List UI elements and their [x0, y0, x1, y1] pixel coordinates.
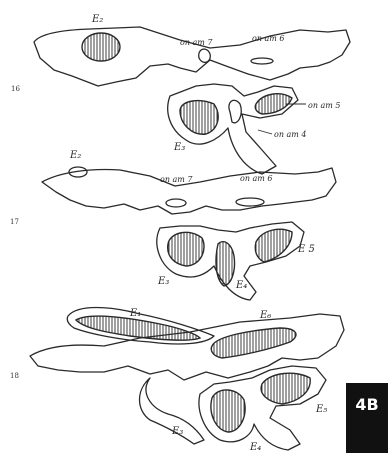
- figure-badge-label: 4B: [346, 395, 388, 414]
- figure-17-sac-left: [168, 232, 204, 266]
- figure-badge: 4B: [346, 383, 388, 453]
- figure-16-label-on-am-6: on am 6: [252, 34, 285, 43]
- figure-17-sac-mid: [216, 242, 235, 286]
- figure-18-label-e3: E₃: [171, 426, 183, 437]
- figure-16-label-on-am-7: on am 7: [180, 38, 213, 47]
- figure-18-body-outline: [30, 314, 344, 380]
- figure-17-number: 17: [10, 218, 19, 226]
- figure-16: 16 E₂ on am 7 on am 6 on am 5 on am 4 E₃: [11, 14, 350, 174]
- figure-18-sac-e6: [211, 328, 296, 358]
- figure-18-sac-right: [261, 373, 310, 404]
- figure-16-sac-e2: [82, 33, 120, 61]
- figure-17-label-e4: E₄: [235, 280, 247, 291]
- figure-18-label-e4: E₄: [249, 442, 261, 453]
- figure-16-leader-on-am-4: [258, 130, 272, 134]
- figure-17-label-on-am-6: on am 6: [240, 174, 273, 183]
- figure-18-label-e6: E₆: [259, 310, 271, 321]
- figure-16-sac-left: [180, 101, 218, 135]
- figure-17: 17 E₂ on am 7 on am 6 E 5 E₃ E₄: [10, 150, 336, 300]
- figure-16-label-on-am-5: on am 5: [308, 101, 341, 110]
- figure-18-number: 18: [10, 372, 19, 380]
- figure-18-sac-left: [211, 390, 245, 432]
- figure-16-label-e2: E₂: [91, 14, 103, 25]
- figure-17-label-on-am-7: on am 7: [160, 175, 193, 184]
- figure-17-label-e3: E₃: [157, 276, 169, 287]
- figure-16-opening: [251, 58, 273, 64]
- figure-17-label-e2: E₂: [69, 150, 81, 161]
- figure-16-body-outline: [34, 27, 350, 86]
- figure-16-number: 16: [11, 85, 20, 93]
- figure-18-label-e5: E₅: [315, 404, 327, 415]
- figure-16-loop-mid: [229, 100, 241, 122]
- figure-18-sac-e1: [76, 316, 200, 340]
- figure-18-label-e1: E₁: [129, 308, 141, 319]
- figure-17-opening-6: [236, 198, 264, 206]
- figure-17-label-e5: E 5: [297, 244, 315, 255]
- figure-16-label-e3: E₃: [173, 142, 185, 153]
- figure-17-sac-right: [255, 229, 292, 262]
- figure-18: 18 E₁ E₆ E₅ E₃ E₄: [10, 308, 344, 453]
- figure-16-label-on-am-4: on am 4: [274, 130, 307, 139]
- figure-16-small-loop: [199, 49, 211, 62]
- figure-17-opening-7: [166, 199, 186, 207]
